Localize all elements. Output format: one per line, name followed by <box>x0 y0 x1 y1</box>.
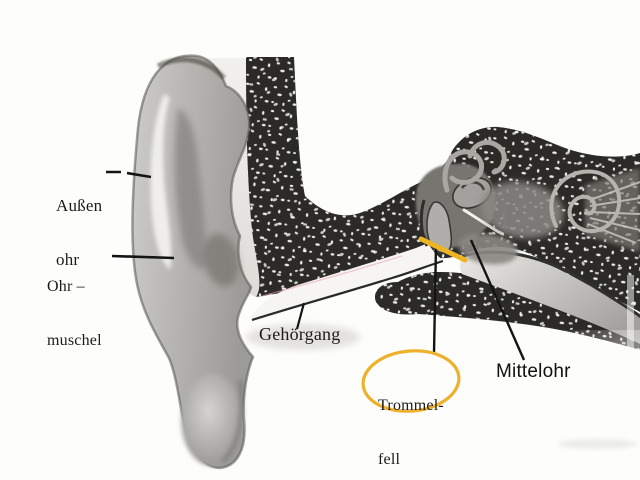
label-trommelfell-line1: Trommel- <box>378 397 444 414</box>
stapedius-tendon <box>462 208 505 236</box>
antihelix-shadow <box>174 108 207 269</box>
yellow-annotations <box>361 236 468 413</box>
canal-bottom-edge <box>251 259 444 322</box>
eardrum-highlight <box>418 236 468 263</box>
promontory <box>458 233 518 265</box>
label-ohrmuschel-line1: Ohr – <box>47 278 85 295</box>
semicircular-canals <box>442 139 507 193</box>
gehoergang-smudge <box>246 324 360 350</box>
label-aussenohr-line1: Außen <box>56 196 103 215</box>
trommelfell-highlight-ellipse <box>361 349 461 413</box>
leader-trommelfell <box>432 245 438 354</box>
label-trommelfell-line2: fell <box>378 451 401 468</box>
cochlea-spiral <box>549 169 622 233</box>
label-aussenohr-line2: ohr <box>56 250 80 269</box>
vestibule-area <box>480 181 564 239</box>
canal-pink-scan-artifact <box>261 255 403 297</box>
canal-band <box>250 243 443 320</box>
label-ohrmuschel-line2: muschel <box>47 332 102 349</box>
bottom-right-fade <box>555 330 640 435</box>
inner-ear <box>442 139 640 252</box>
leader-aussenohr <box>106 170 152 179</box>
nerve-rays <box>587 181 640 244</box>
earlobe <box>181 374 243 466</box>
leader-lines <box>106 170 526 361</box>
label-gehoergang: Gehörgang <box>259 324 341 344</box>
ear-canal <box>246 243 444 350</box>
label-mittelohr: Mittelohr <box>496 361 571 382</box>
label-trommelfell: Trommel- fell <box>378 361 444 480</box>
label-aussenohr: Außen ohr <box>56 161 102 305</box>
leader-mittelohr <box>469 239 526 361</box>
helix-top-rim <box>156 57 226 80</box>
pinna <box>131 54 255 470</box>
tube-band <box>460 249 640 344</box>
bottom-smudge <box>558 439 638 449</box>
leader-ohrmuschel <box>111 254 175 260</box>
label-ohrmuschel: Ohr – muschel <box>47 242 102 386</box>
lobe-rim-shadow <box>220 379 244 464</box>
leader-gehoergang <box>295 302 306 330</box>
concha-shadow <box>203 233 239 287</box>
helix-highlight <box>150 94 172 270</box>
